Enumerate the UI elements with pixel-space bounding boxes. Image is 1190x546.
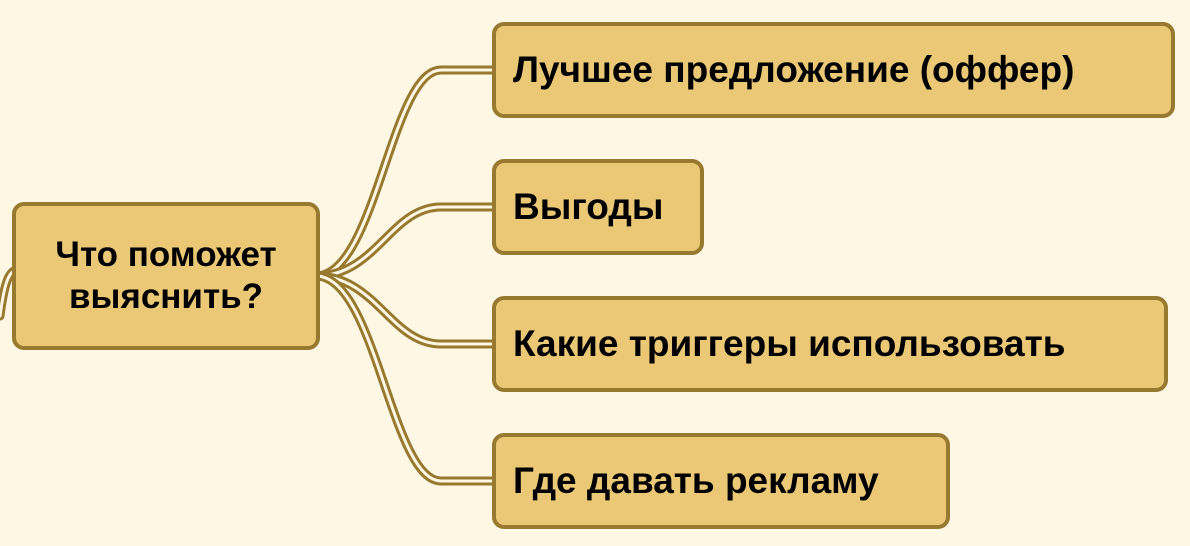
child-node-label: Выгоды — [513, 186, 664, 227]
root-node[interactable]: Что поможет выяснить? — [12, 202, 320, 350]
child-node-ad-placement[interactable]: Где давать рекламу — [492, 433, 950, 529]
child-node-triggers[interactable]: Какие триггеры использовать — [492, 296, 1168, 392]
connector-inner — [314, 205, 498, 278]
connector-outer — [311, 271, 501, 486]
child-node-label: Какие триггеры использовать — [513, 323, 1066, 364]
root-node-label: Что поможет выяснить? — [55, 235, 277, 316]
child-node-label: Где давать рекламу — [513, 460, 879, 501]
connector-inner — [314, 274, 498, 346]
child-node-offer[interactable]: Лучшее предложение (оффер) — [492, 22, 1175, 118]
connector-inner — [314, 274, 498, 483]
child-node-benefits[interactable]: Выгоды — [492, 159, 704, 255]
child-node-label: Лучшее предложение (оффер) — [513, 49, 1075, 90]
connector-outer — [311, 65, 501, 281]
connector-group — [0, 65, 501, 486]
connector-inner — [314, 68, 498, 278]
